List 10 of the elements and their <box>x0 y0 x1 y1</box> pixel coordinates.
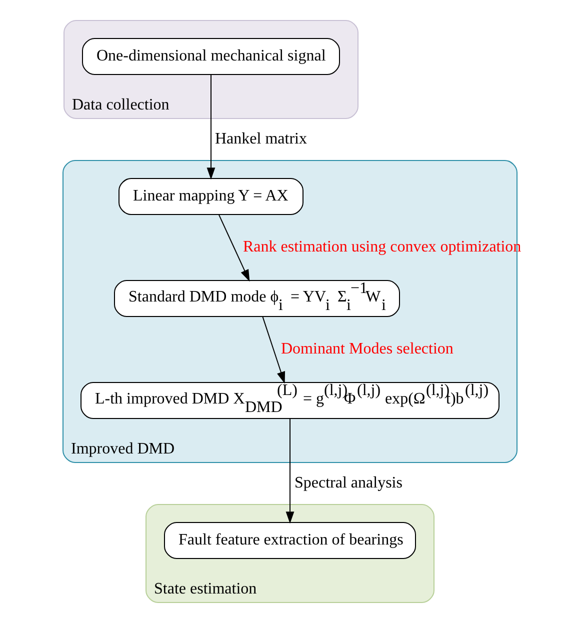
edge-label: Hankel matrix <box>215 130 307 148</box>
edge-label: Spectral analysis <box>294 474 402 492</box>
arrow <box>206 74 216 180</box>
node-box: One-dimensional mechanical signal <box>82 38 340 75</box>
node-box: Fault feature extraction of bearings <box>164 522 416 559</box>
edge-label: Dominant Modes selection <box>281 340 454 358</box>
node-box: Linear mapping Y = AX <box>118 178 304 215</box>
arrow <box>286 418 294 524</box>
arrow <box>262 316 286 384</box>
arrow <box>218 214 250 282</box>
